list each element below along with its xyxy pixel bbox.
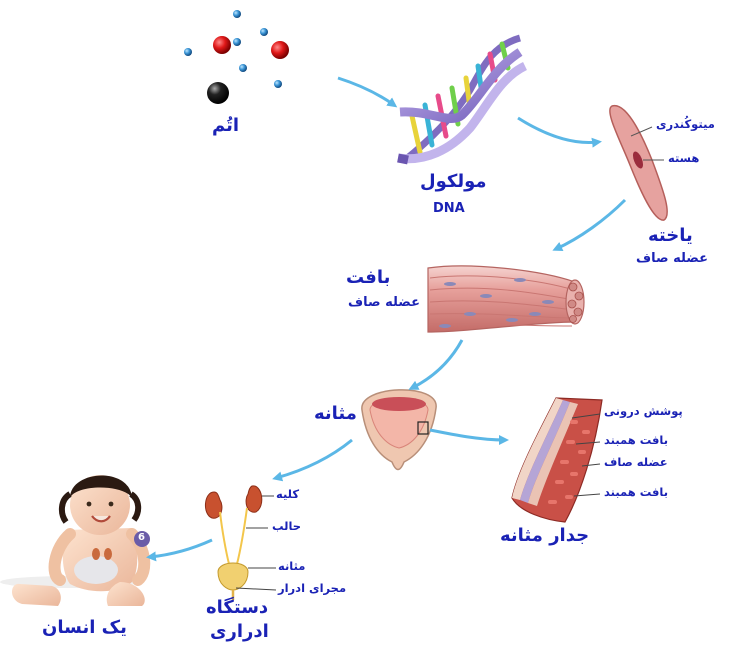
bladder-illustration (362, 390, 436, 470)
arrow-bladder-to-system (276, 440, 352, 478)
urethra-label: مجرای ادرار (278, 582, 346, 595)
arrow-system-to-human (150, 540, 212, 557)
level-badge: 6 (138, 532, 145, 544)
urinary-system-label-line1: دستگاه (206, 598, 268, 619)
cell-type-label: عضله صاف (636, 252, 708, 267)
urinary-system-illustration (205, 486, 276, 600)
arrow-tissue-to-bladder (412, 340, 462, 388)
arrow-bladder-to-wall (430, 430, 505, 440)
smooth-muscle-layer-label: عضله صاف (604, 456, 668, 469)
kidney-label: کلیه (276, 488, 299, 501)
tissue-type-label: عضله صاف (348, 296, 420, 311)
bladder-label: مثانه (314, 404, 357, 425)
urinary-system-label-line2: ادراری (210, 622, 269, 643)
arrow-molecule-to-cell (518, 118, 598, 143)
nucleus-label: هسته (668, 152, 699, 165)
cell-label: یاخته (648, 226, 693, 247)
arrow-atom-to-molecule (338, 78, 394, 105)
bladder-wall-label: جدار مثانه (500, 526, 589, 547)
tissue-label: بافت (346, 268, 390, 289)
bladder-small-label: مثانه (278, 560, 305, 573)
inner-lining-label: پوشش درونی (604, 405, 683, 418)
atom-illustration (184, 10, 289, 104)
bladder-wall-illustration (512, 398, 602, 522)
arrow-cell-to-tissue (556, 200, 625, 249)
connective-tissue-label-1: بافت همبند (604, 434, 668, 447)
human-label: یک انسان (42, 618, 127, 639)
muscle-tissue-illustration (428, 266, 584, 332)
mitochondria-label: میتوکُندری (656, 118, 715, 131)
dna-label: DNA (433, 202, 465, 217)
ureter-label: حالب (272, 520, 301, 533)
connective-tissue-label-2: بافت همبند (604, 486, 668, 499)
atom-label: اتُم (212, 116, 239, 137)
human-baby-illustration (0, 475, 150, 606)
molecule-label: مولکول (420, 172, 487, 193)
dna-illustration (398, 38, 525, 160)
